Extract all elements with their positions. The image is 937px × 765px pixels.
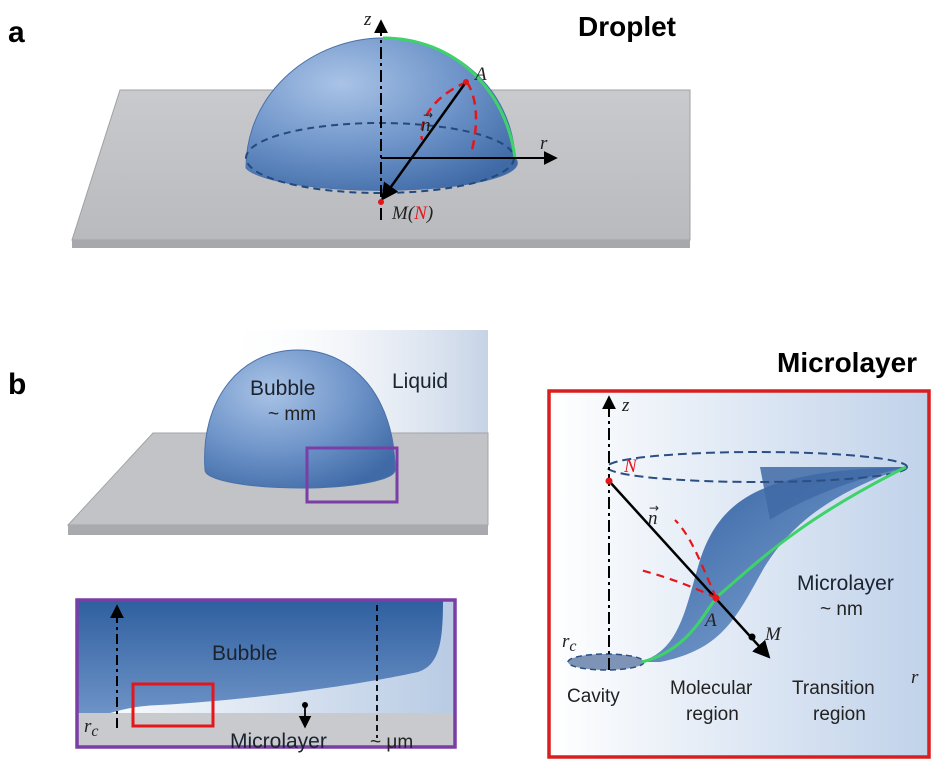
zoom-rc-sub: c [91,723,98,740]
zoom-frame-small [305,446,399,504]
microlayer-pointer-dot [302,702,308,708]
zoom-rc-main: r [84,716,92,737]
cavity-ellipse [567,653,645,671]
point-m [378,199,384,205]
point-n-text: N [413,203,428,224]
microlayer-interface [641,465,907,664]
panel-a: a Droplet z r A n → M(N) [8,9,691,248]
zoom-rc-label: rc [84,716,99,740]
zoom-view: Bubble rc Microlayer ~ μm [75,598,457,753]
micro-m-label: M [764,624,782,645]
micro-normal-arrow-glyph: → [649,501,659,515]
zoom-frame [75,598,457,749]
micro-n-label: N [623,456,638,477]
normal-arrow-glyph: → [423,108,433,122]
micro-microlayer-label: Microlayer [797,572,894,595]
point-a [463,79,469,85]
panel-b: b Bubble ~ mm Liquid Bubble rc [8,330,931,759]
curvature-arc [420,80,468,141]
zoom-substrate [77,713,455,747]
micro-a-label: A [703,610,717,631]
micro-z-label: z [621,395,630,416]
panel-b-letter: b [8,368,26,401]
droplet-title: Droplet [578,11,676,42]
wedge-back [760,467,906,520]
point-a-label: A [473,64,487,85]
micro-point-m [748,633,756,641]
droplet-interface-arc [382,36,517,159]
zoom-microlayer-scale: ~ μm [370,732,413,753]
microlayer-title: Microlayer [777,347,917,378]
micro-point-n [605,477,613,485]
micro-microlayer-scale: ~ nm [820,599,863,620]
bubble-overview: Bubble ~ mm Liquid [66,330,489,535]
bubble-scale-label: ~ mm [268,404,316,425]
micro-r-label: r [911,667,919,688]
microlayer-view: Microlayer z N n → A M [547,347,931,759]
top-dashed-ellipse [606,451,908,483]
substrate-edge [72,240,690,248]
cavity-label: Cavity [567,686,620,707]
bubble-dome [204,349,396,489]
normal-vector [380,81,468,201]
r-axis-label: r [540,133,548,154]
micro-rc-label: rc [562,631,577,655]
panel-a-letter: a [8,16,25,49]
liquid-label: Liquid [392,370,448,393]
point-m-text: M( [391,203,416,224]
micro-rc-main: r [562,631,570,652]
micro-normal-vector [608,480,771,659]
micro-rc-sub: c [569,638,576,655]
bubble-label: Bubble [250,377,315,400]
zoom-bubble-label: Bubble [212,642,277,665]
z-axis-label: z [363,9,372,30]
microlayer-frame [547,389,931,759]
zoom-microlayer-label: Microlayer [230,730,327,753]
transition-label-1: Transition [792,678,875,699]
transition-label-2: region [813,704,866,725]
point-m-close: ) [426,203,433,224]
micro-curvature-arc-2 [639,568,717,599]
molecular-label-1: Molecular [670,678,753,699]
micro-normal-label: n [648,508,658,529]
curvature-arc-2 [465,81,478,151]
normal-label: n [421,115,431,136]
point-m-label: M(N) [391,203,433,224]
droplet-dome [245,37,518,191]
overview-plate-edge [68,525,488,535]
molecular-label-2: region [686,704,739,725]
zoom-frame-red [131,682,215,728]
